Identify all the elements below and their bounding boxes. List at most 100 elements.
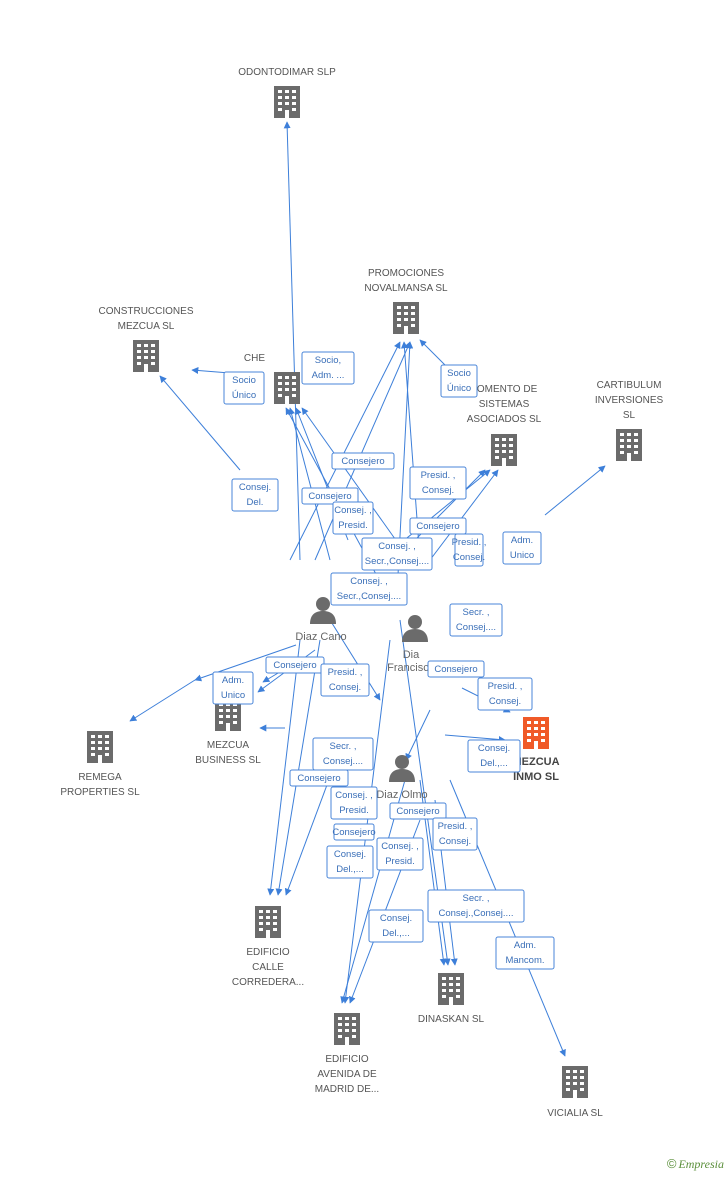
relation-label[interactable]: Secr. , Consej....	[449, 603, 503, 637]
relation-edge	[283, 121, 301, 561]
relation-label[interactable]: Consej. ,Secr.,Consej....	[361, 537, 433, 571]
company-node-odontodimar[interactable]: ODONTODIMAR SLP	[238, 67, 336, 118]
relation-label[interactable]: Consejero	[427, 660, 485, 678]
relation-text: Consej.	[334, 849, 366, 860]
relation-label[interactable]: Consejero	[289, 769, 349, 787]
relation-text: Secr.,Consej....	[337, 591, 401, 602]
relation-text: Consejero	[273, 660, 316, 671]
relation-text: Único	[447, 383, 471, 394]
company-label: MADRID DE...	[315, 1084, 379, 1095]
relation-text: Consej.	[489, 696, 521, 707]
company-label: EDIFICIO	[246, 947, 290, 958]
relation-text: Consej....	[456, 622, 496, 633]
relation-text: Presid. ,	[328, 667, 363, 678]
relation-label[interactable]: Presid. ,Consej.	[320, 663, 370, 697]
building-icon	[523, 717, 549, 749]
person-icon	[389, 755, 415, 782]
relation-label[interactable]: Consejero	[389, 802, 447, 820]
relation-label[interactable]: Socio,Adm. ...	[301, 351, 355, 385]
relation-label[interactable]: Secr. ,Consej.,Consej....	[427, 889, 525, 923]
company-label: DINASKAN SL	[418, 1014, 485, 1025]
company-node-vicialia[interactable]: VICIALIA SL	[547, 1066, 603, 1119]
relation-label[interactable]: Consej. ,Presid.	[330, 786, 378, 820]
person-node-diazolmo[interactable]: Diaz Olmo	[376, 755, 428, 801]
relation-label[interactable]: Adm.Mancom.	[495, 936, 555, 970]
company-label: AVENIDA DE	[317, 1069, 377, 1080]
company-label: BUSINESS SL	[195, 755, 261, 766]
building-icon	[274, 86, 300, 118]
building-icon	[616, 429, 642, 461]
relation-label[interactable]: Consej.Del.,...	[368, 909, 424, 943]
company-label: NOVALMANSA SL	[364, 283, 448, 294]
company-label: CARTIBULUM	[597, 380, 662, 391]
relation-label[interactable]: Consej. ,Presid.	[376, 837, 424, 871]
relation-label[interactable]: Consej. ,Presid.	[332, 501, 374, 535]
company-node-dinaskan[interactable]: DINASKAN SL	[418, 973, 485, 1025]
company-label: REMEGA	[78, 772, 122, 783]
relation-text: Secr. ,	[330, 741, 357, 752]
relation-text: Consej.	[439, 836, 471, 847]
relation-edge	[405, 709, 431, 761]
person-node-diazcano[interactable]: Diaz Cano	[295, 597, 347, 643]
relation-label[interactable]: Consejero	[331, 452, 395, 470]
relation-text: Consejero	[434, 664, 477, 675]
relation-text: Consej....	[323, 756, 363, 767]
relation-text: Consej. ,	[335, 790, 373, 801]
building-icon	[133, 340, 159, 372]
company-label: SISTEMAS	[479, 399, 530, 410]
building-icon	[393, 302, 419, 334]
person-label: Diaz Olmo	[376, 789, 427, 801]
relation-text: Presid.	[338, 520, 368, 531]
relation-label[interactable]: Consej. ,Secr.,Consej....	[330, 572, 408, 606]
company-label: PROPERTIES SL	[60, 787, 140, 798]
relation-edge	[301, 407, 411, 561]
relation-label[interactable]: Consejero	[301, 487, 359, 505]
relation-edge	[444, 734, 506, 743]
person-icon	[402, 615, 428, 642]
relation-label[interactable]: Adm.Unico	[212, 671, 254, 705]
relation-label[interactable]: Consej.Del.,...	[326, 845, 374, 879]
company-label: CHE	[244, 353, 265, 364]
company-node-promociones[interactable]: PROMOCIONES NOVALMANSA SL	[364, 268, 448, 334]
relation-text: Presid. ,	[438, 821, 473, 832]
company-node-remega[interactable]: REMEGA PROPERTIES SL	[60, 731, 140, 798]
relation-text: Consej.	[239, 482, 271, 493]
relation-label[interactable]: Presid. ,Consej.	[477, 677, 533, 711]
relation-text: Consejero	[308, 491, 351, 502]
company-label: FOMENTO DE	[471, 384, 538, 395]
relation-edge	[342, 639, 391, 1004]
relation-label[interactable]: Presid. ,Consej.	[452, 533, 487, 567]
building-icon	[87, 731, 113, 763]
relation-label[interactable]: Consejero	[265, 656, 325, 674]
relation-label[interactable]: Secr. , Consej....	[312, 737, 374, 771]
company-label: PROMOCIONES	[368, 268, 444, 279]
relation-label[interactable]: Presid. ,Consej.	[409, 466, 467, 500]
relation-label[interactable]: Consejero	[409, 517, 467, 535]
relation-label[interactable]: Presid. , Consej.	[432, 817, 478, 851]
company-label: INMO SL	[513, 771, 559, 783]
company-node-che[interactable]: CHE	[244, 353, 300, 404]
relation-label[interactable]: Consej.Del.,...	[467, 739, 521, 773]
relation-label[interactable]: Consej.Del.	[231, 478, 279, 512]
relation-label[interactable]: Adm.Unico	[502, 531, 542, 565]
brand-footer[interactable]: ©Empresia	[667, 1156, 724, 1172]
relation-label[interactable]: Consejero	[332, 823, 376, 841]
company-node-edificiocalle[interactable]: EDIFICIOCALLECORREDERA...	[232, 906, 304, 988]
relation-text: Secr. ,	[463, 607, 490, 618]
relation-text: Presid. ,	[452, 537, 487, 548]
relation-text: Socio	[447, 368, 471, 379]
brand-logo: Empresia	[678, 1157, 724, 1171]
relation-edge	[275, 639, 321, 896]
relation-text: Consejero	[332, 827, 375, 838]
relation-text: Del.,...	[480, 758, 507, 769]
